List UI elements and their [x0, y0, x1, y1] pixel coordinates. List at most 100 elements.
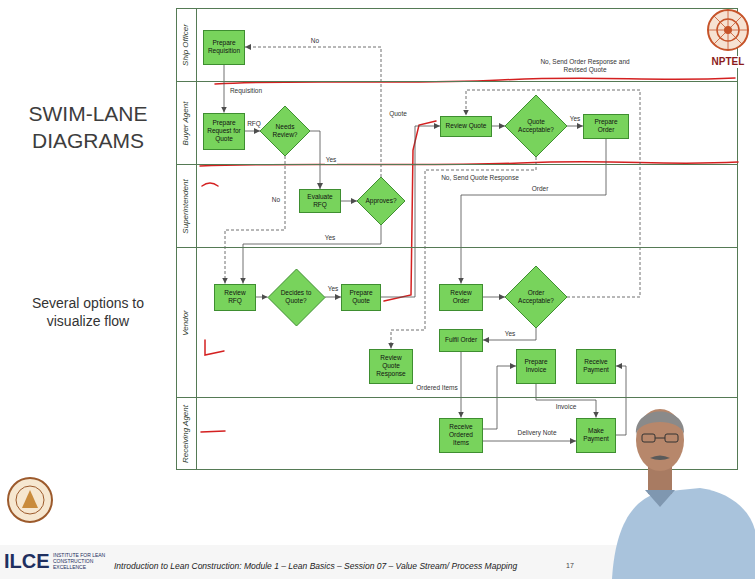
process-flow — [492, 126, 505, 127]
flow-label: Requisition — [229, 87, 263, 95]
decision-diamond: Order Acceptable? — [505, 266, 567, 328]
process-label: Prepare Invoice — [520, 358, 552, 374]
rejection-flow — [391, 157, 536, 349]
process-box: Prepare Request for Quote — [203, 113, 245, 150]
diamond-outline — [505, 95, 567, 157]
process-box: Receive Ordered Items — [439, 418, 483, 453]
lane-label: Buyer Agent — [176, 82, 196, 165]
flow-label: Order — [531, 185, 550, 193]
flow-label: Delivery Note — [516, 429, 557, 437]
decision-diamond: Approves? — [357, 177, 405, 225]
process-label: Prepare Request for Quote — [207, 119, 241, 142]
process-flow — [536, 384, 596, 418]
diamond-outline — [260, 106, 310, 156]
institute-name: INSTITUTE FOR LEAN CONSTRUCTION EXCELLEN… — [53, 552, 111, 570]
flow-label: No, Send Quote Response — [440, 174, 520, 182]
process-flow — [483, 297, 505, 298]
process-label: Needs Review? — [269, 123, 301, 139]
process-label: Receive Ordered Items — [443, 423, 479, 446]
flow-label: Yes — [569, 115, 582, 123]
flow-label: Quote — [388, 110, 408, 118]
rejection-flow — [245, 47, 381, 177]
process-label: Prepare Requisition — [207, 39, 241, 55]
presenter-figure — [612, 409, 755, 579]
process-box: Receive Payment — [576, 349, 616, 384]
process-flow — [461, 139, 606, 284]
decision-diamond: Decides to Quote? — [268, 269, 325, 326]
flow-label: Yes — [504, 330, 517, 338]
process-flow — [245, 131, 260, 132]
process-box: Review Quote — [440, 116, 492, 137]
process-box: Review RFQ — [214, 284, 256, 311]
rejection-flow — [466, 90, 640, 297]
process-flow — [310, 131, 320, 189]
flow-label: Yes — [327, 285, 340, 293]
flow-label: Yes — [324, 234, 337, 242]
process-label: Review Order — [443, 289, 479, 305]
decision-diamond: Quote Acceptable? — [505, 95, 567, 157]
rejection-flow — [225, 156, 285, 284]
process-label: Review Quote — [444, 122, 488, 130]
iit-seal — [8, 478, 52, 522]
process-flow — [224, 65, 225, 113]
lane-label: Receiving Agent — [176, 398, 196, 470]
footer-text: Introduction to Lean Construction: Modul… — [114, 561, 554, 571]
process-box: Make Payment — [576, 418, 616, 453]
page-number: 17 — [566, 562, 580, 570]
process-flow — [567, 126, 583, 127]
swim-lane: Ship Officer Prepare Requisition — [176, 8, 738, 82]
lane-label-divider — [196, 8, 197, 470]
flow-label: No, Send Order Response and Revised Quot… — [529, 58, 641, 74]
process-label: Quote Acceptable? — [515, 118, 557, 134]
process-flow — [325, 297, 342, 298]
red-annotation — [200, 78, 738, 432]
diamond-outline — [505, 266, 567, 328]
process-label: Review RFQ — [218, 289, 252, 305]
swim-lane: VendorReview RFQDecides to Quote?Prepare… — [176, 248, 738, 398]
process-box: Evaluate RFQ — [299, 189, 341, 213]
flow-label: Invoice — [555, 403, 578, 411]
process-flow — [256, 297, 268, 298]
process-label: Make Payment — [580, 427, 612, 443]
process-label: Order Acceptable? — [515, 289, 557, 305]
process-label: Receive Payment — [580, 358, 612, 374]
diagram-frame — [177, 9, 738, 470]
process-label: Prepare Quote — [345, 289, 377, 305]
lane-label: Ship Officer — [176, 8, 196, 82]
process-box: Prepare Quote — [341, 284, 381, 311]
process-label: Decides to Quote? — [278, 289, 314, 305]
process-flow — [243, 225, 381, 284]
flow-label: No — [310, 37, 320, 45]
logo-text: NPTEL — [704, 56, 752, 68]
swim-lane: Receiving Agent Receive Ordered Items Make… — [176, 398, 738, 470]
swim-lane: Buyer Agent Prepare Request for Quote Need… — [176, 82, 738, 165]
process-label: Prepare Order — [587, 118, 625, 134]
flow-label: Ordered Items — [415, 384, 459, 392]
swim-lane: Superintendent Evaluate RFQ Approves? — [176, 165, 738, 248]
process-box: Review Order — [439, 284, 483, 311]
process-label: Approves? — [363, 197, 399, 205]
lane-label: Superintendent — [176, 165, 196, 248]
process-box: Prepare Invoice — [516, 349, 556, 384]
process-flow — [616, 366, 626, 435]
flow-label: RFQ — [246, 120, 262, 128]
process-box: Prepare Requisition — [203, 30, 245, 65]
process-box: Fulfil Order — [439, 329, 483, 352]
institute-acronym: ILCE — [4, 549, 52, 573]
process-label: Evaluate RFQ — [303, 193, 337, 209]
process-flow — [483, 441, 576, 442]
diamond-outline — [268, 269, 325, 326]
process-flow — [483, 328, 536, 340]
process-label: Review Quote Response — [373, 354, 409, 377]
diamond-outline — [357, 177, 405, 225]
process-box: Prepare Order — [583, 114, 629, 139]
process-box: Review Quote Response — [369, 349, 413, 384]
process-flow — [461, 352, 462, 418]
decision-diamond: Needs Review? — [260, 106, 310, 156]
flow-label: Yes — [325, 156, 338, 164]
slide-title: SWIM-LANE DIAGRAMS — [8, 100, 168, 155]
flow-label: No — [271, 196, 281, 204]
nptel-logo — [708, 10, 748, 50]
slide-subtitle: Several options to visualize flow — [18, 294, 158, 330]
process-label: Fulfil Order — [443, 336, 479, 344]
